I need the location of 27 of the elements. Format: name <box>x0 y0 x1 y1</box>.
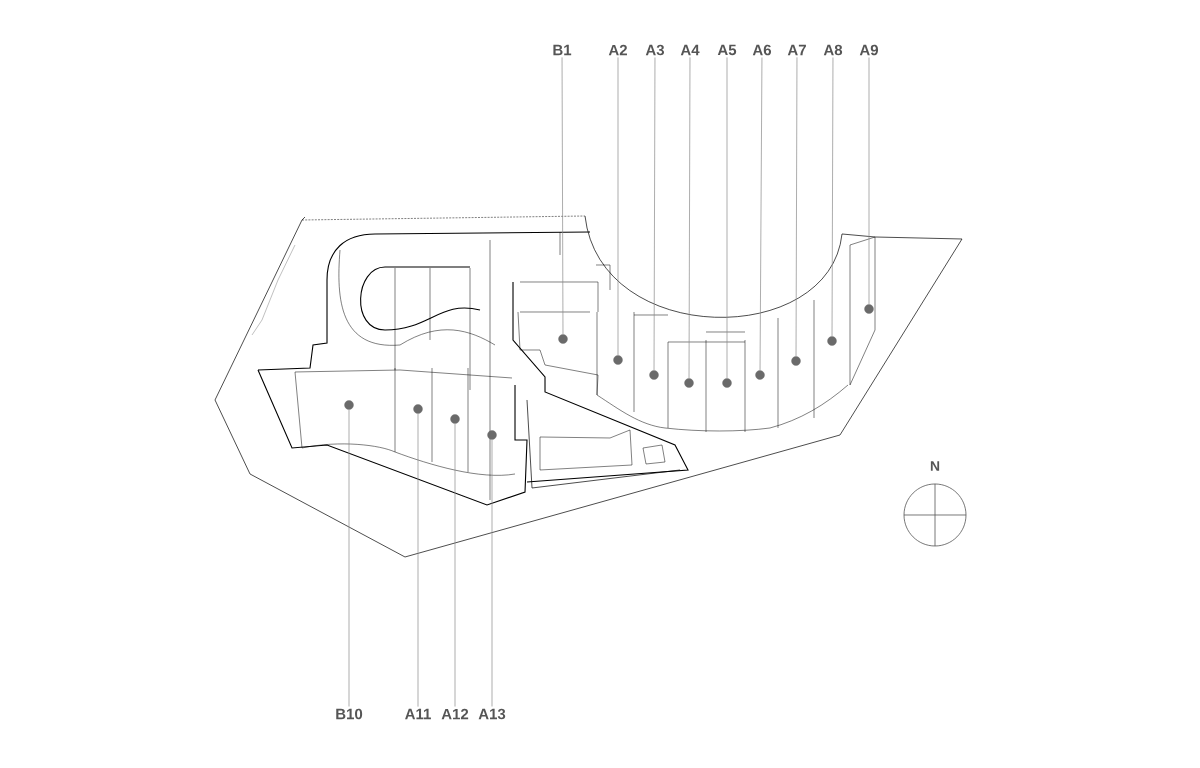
unit-label: A4 <box>680 44 700 56</box>
leader-line <box>831 57 834 337</box>
unit-label: A12 <box>441 708 469 720</box>
leader-line <box>868 57 870 305</box>
unit-label: A6 <box>752 44 772 56</box>
unit-label: A9 <box>859 44 879 56</box>
unit-label: A11 <box>405 708 431 720</box>
unit-label: A7 <box>787 44 806 56</box>
leader-line <box>795 57 798 357</box>
leader-line <box>454 423 456 707</box>
unit-label: A3 <box>645 44 665 56</box>
leader-line <box>417 413 419 707</box>
leader-line <box>617 57 619 356</box>
compass-label: N <box>930 461 940 471</box>
leader-line <box>561 57 564 335</box>
leader-line <box>348 409 350 707</box>
leader-line <box>688 57 691 379</box>
unit-label: B1 <box>553 44 572 56</box>
unit-label: A13 <box>478 708 506 720</box>
leader-line <box>653 57 656 371</box>
leader-line <box>759 57 763 371</box>
unit-label: A5 <box>717 44 737 56</box>
leader-line <box>726 57 728 379</box>
unit-label: A8 <box>823 44 843 56</box>
unit-label: B10 <box>336 708 363 720</box>
unit-label: A2 <box>608 44 627 56</box>
leader-line <box>491 439 493 707</box>
